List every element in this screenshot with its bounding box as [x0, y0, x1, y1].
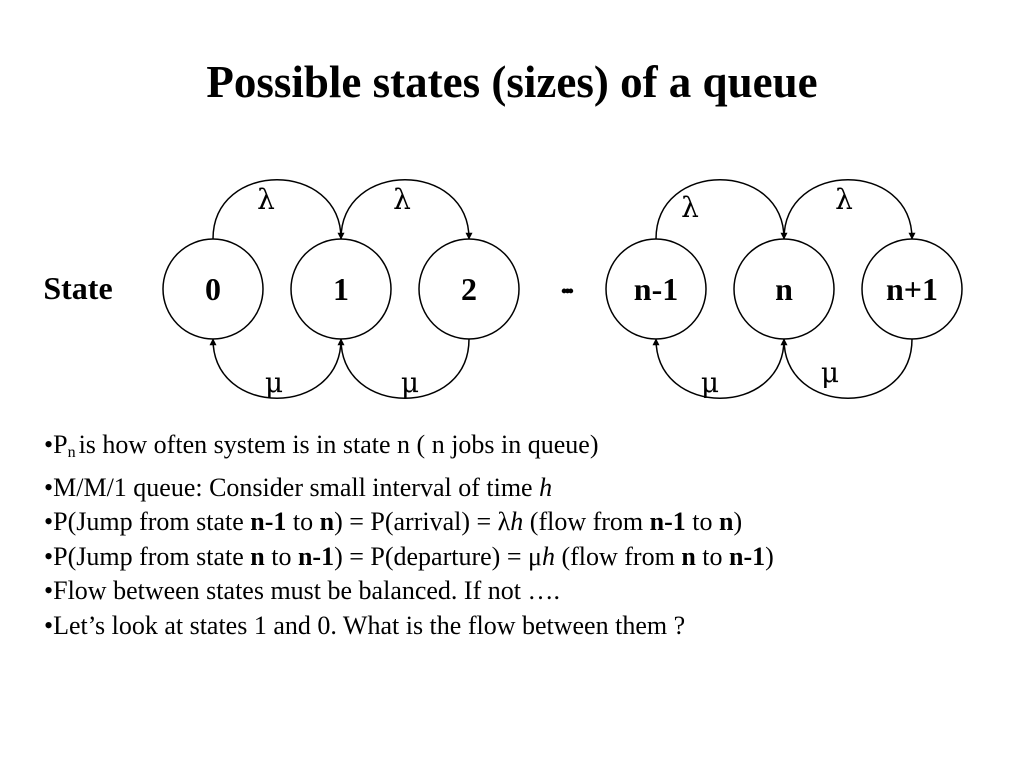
bullet-jump-arrival: •P(Jump from state n-1 to n) = P(arrival… [44, 505, 1014, 540]
bullet-departure-t3: ) = P(departure) = μ [334, 541, 542, 571]
state-node-n-plus-1: n+1 [861, 238, 963, 340]
bullet-arrival-t1: •P(Jump from state [44, 507, 251, 536]
departure-rate-label-2: μ [401, 366, 419, 399]
bullet-departure-b2: n-1 [297, 541, 335, 571]
bullet-mm1-interval: •M/M/1 queue: Consider small interval of… [44, 471, 1014, 506]
departure-rate-label-1: μ [265, 366, 283, 399]
departure-rate-label-4: μ [821, 356, 839, 389]
bullet-departure-t2: to [264, 541, 298, 571]
bullet-departure-h: h [541, 541, 555, 571]
bullet-departure-t4: (flow from [554, 541, 682, 571]
bullet-departure-t5: to [695, 541, 730, 571]
arrival-arrow-0-to-1 [212, 179, 345, 240]
arrival-arrow-nm1-to-n [655, 179, 788, 240]
departure-arrow-n-to-nm1 [652, 338, 785, 399]
state-node-n-minus-1-label: n-1 [634, 271, 678, 307]
bullet-departure-b3: n [681, 541, 696, 571]
bullet-arrival-t5: to [685, 507, 720, 536]
state-node-n-plus-1-label: n+1 [886, 271, 938, 307]
departure-arrow-np1-to-n [780, 338, 913, 399]
bullet-arrival-h: h [510, 507, 524, 536]
state-node-0: 0 [162, 238, 264, 340]
state-node-1-label: 1 [333, 271, 349, 307]
bullet-arrival-b2: n [319, 507, 335, 536]
state-node-1: 1 [290, 238, 392, 340]
departure-rate-label-3: μ [701, 366, 719, 399]
bullet-pn-subscript: n [67, 444, 76, 461]
bullet-departure-b4: n-1 [729, 541, 766, 571]
state-node-n: n [733, 238, 835, 340]
arrival-rate-label-1: λ [257, 183, 275, 216]
arrival-rate-label-3: λ [681, 191, 699, 224]
bullet-departure-b1: n [250, 541, 265, 571]
bullet-arrival-t2: to [286, 507, 320, 536]
arrival-arrow-n-to-np1 [783, 179, 916, 240]
bullet-states-1-0: •Let’s look at states 1 and 0. What is t… [44, 610, 686, 640]
state-node-n-minus-1: n-1 [605, 238, 707, 340]
bullet-arrival-t3: ) = P(arrival) = λ [334, 507, 511, 536]
state-node-n-label: n [775, 271, 793, 307]
bullet-departure-t6: ) [765, 541, 774, 571]
state-node-2-label: 2 [461, 271, 477, 307]
bullet-mm1-text: •M/M/1 queue: Consider small interval of… [44, 472, 540, 502]
bullet-mm1-h: h [539, 472, 553, 502]
bullet-arrival-b1: n-1 [250, 507, 287, 536]
bullet-pn-rest: is how often system is in state n ( n jo… [78, 430, 599, 459]
departure-arrow-1-to-0 [209, 338, 342, 399]
state-node-0-label: 0 [205, 271, 221, 307]
bullet-flow-balance: •Flow between states must be balanced. I… [44, 576, 560, 605]
bullet-arrival-t4: (flow from [523, 507, 650, 536]
arrival-arrow-1-to-2 [340, 179, 473, 240]
bullet-arrival-t6: ) [733, 507, 743, 536]
bullet-departure-t1: •P(Jump from state [44, 541, 251, 571]
slide-title: Possible states (sizes) of a queue [206, 57, 818, 107]
state-row-label: State [43, 270, 112, 306]
arrival-rate-label-4: λ [835, 183, 853, 216]
ellipsis: ••• [561, 281, 574, 301]
arrival-rate-label-2: λ [393, 183, 411, 216]
bullet-jump-departure: •P(Jump from state n to n-1) = P(departu… [44, 540, 1014, 575]
bullet-pn-prefix: •P [44, 430, 68, 459]
departure-arrow-2-to-1 [337, 338, 470, 399]
state-node-2: 2 [418, 238, 520, 340]
bullet-arrival-b3: n-1 [649, 507, 686, 536]
bullet-arrival-b4: n [719, 507, 734, 536]
